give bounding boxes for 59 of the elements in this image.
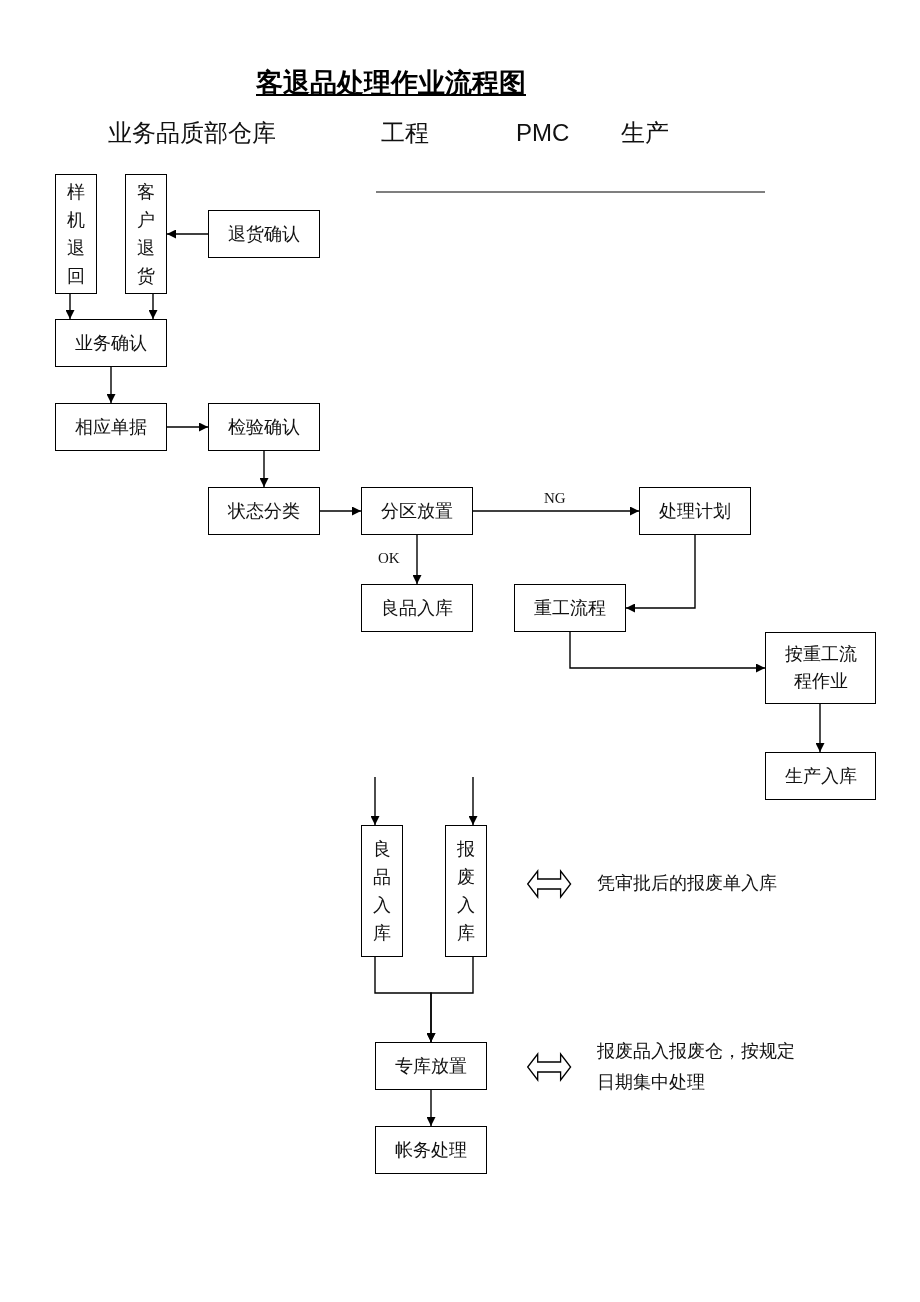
arrow xyxy=(148,293,158,320)
step-text: 良品入库 xyxy=(373,837,391,946)
process-box xyxy=(55,319,167,367)
step-text: 业务确认 xyxy=(75,331,147,355)
arrow xyxy=(426,1089,436,1127)
step-text: 生产入库 xyxy=(784,764,857,788)
process-box xyxy=(208,210,320,258)
arrow xyxy=(370,776,380,826)
process-box xyxy=(639,487,751,535)
column-header: 生产 xyxy=(621,119,669,148)
step-text: 帐务处理 xyxy=(395,1138,467,1162)
arrow xyxy=(166,422,209,432)
arrow xyxy=(569,631,766,673)
process-box xyxy=(765,752,876,800)
arrow xyxy=(259,450,269,488)
process-box xyxy=(55,403,167,451)
double-arrow xyxy=(526,1052,572,1082)
step-text: 处理计划 xyxy=(659,499,731,523)
step-text: 客户退货 xyxy=(137,180,155,289)
arrow xyxy=(106,366,116,404)
arrow xyxy=(319,506,362,516)
step-text: 分区放置 xyxy=(381,499,453,523)
double-arrow xyxy=(526,869,572,899)
arrow xyxy=(166,229,209,239)
arrow xyxy=(65,293,75,320)
arrow xyxy=(472,506,640,516)
step-text: 样机退回 xyxy=(67,180,85,289)
column-header: 业务品质部仓库 xyxy=(108,119,276,148)
arrow xyxy=(426,956,474,1043)
step-text: 报废入库 xyxy=(457,837,475,946)
step-text: 状态分类 xyxy=(228,499,300,523)
arrow xyxy=(468,776,478,826)
process-box xyxy=(361,825,403,957)
step-text: 相应单据 xyxy=(75,415,147,439)
step-text: 按重工流程作业 xyxy=(783,643,858,693)
column-header: 工程 xyxy=(381,119,429,148)
step-text: 良品入库 xyxy=(381,596,453,620)
arrow xyxy=(625,534,696,613)
step-text: 专库放置 xyxy=(395,1054,467,1078)
process-box xyxy=(375,1126,487,1174)
step-text: 检验确认 xyxy=(228,415,300,439)
process-box xyxy=(125,174,167,294)
process-box xyxy=(514,584,626,632)
step-text: 重工流程 xyxy=(534,596,606,620)
arrow xyxy=(815,703,825,753)
process-box xyxy=(445,825,487,957)
process-box xyxy=(765,632,876,704)
process-box xyxy=(361,487,473,535)
process-box xyxy=(55,174,97,294)
arrow xyxy=(412,534,422,585)
step-text: 退货确认 xyxy=(228,222,300,246)
process-box xyxy=(208,487,320,535)
diagram-title: 客退品处理作业流程图 xyxy=(256,67,526,100)
process-box xyxy=(375,1042,487,1090)
note-text: 凭审批后的报废单入库 xyxy=(597,868,797,900)
process-box xyxy=(208,403,320,451)
column-header: PMC xyxy=(516,119,570,148)
note-text: 报废品入报废仓，按规定日期集中处理 xyxy=(597,1036,803,1098)
process-box xyxy=(361,584,473,632)
